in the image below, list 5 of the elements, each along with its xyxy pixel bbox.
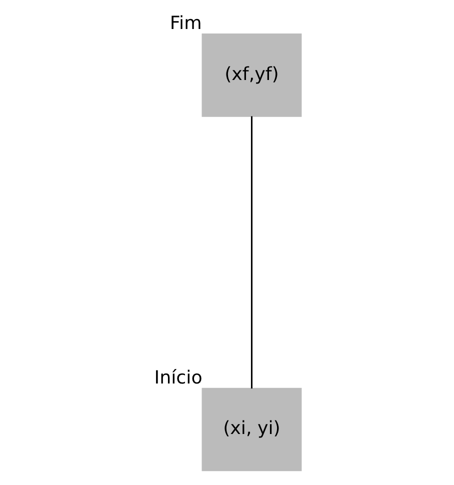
node-label: Início xyxy=(154,367,202,388)
node-box: (xi, yi) xyxy=(201,388,302,472)
node-label: Fim xyxy=(169,13,202,34)
connector xyxy=(250,116,252,389)
node-box: (xf,yf) xyxy=(201,34,302,117)
